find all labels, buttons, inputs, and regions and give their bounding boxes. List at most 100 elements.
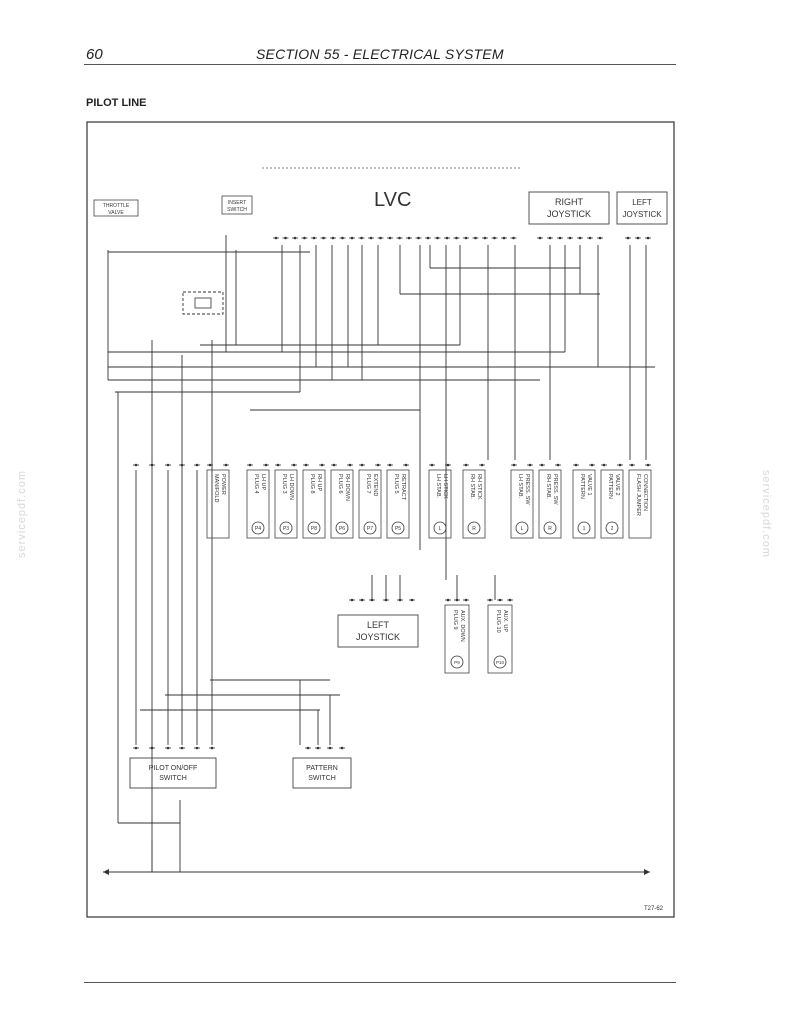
subsection-title: PILOT LINE bbox=[86, 97, 147, 109]
insert-switch-line1: INSERT bbox=[228, 200, 246, 206]
component-tag-12: 2 bbox=[611, 526, 614, 532]
component-tag-circle-1 bbox=[251, 521, 265, 535]
comp-pin-dot-15 bbox=[446, 463, 450, 467]
pattern-switch-line1: PATTERN bbox=[306, 765, 338, 772]
aux-plug-tag-circle-1 bbox=[493, 655, 507, 669]
lvc-pin-dot-25 bbox=[512, 236, 515, 240]
comp-pin-dot-24 bbox=[602, 463, 606, 467]
aux-plug-tag-1: P10 bbox=[496, 660, 505, 665]
lvc-pin-dot-14 bbox=[407, 236, 411, 240]
lvc-pin-dot-23 bbox=[493, 236, 496, 240]
component-tag-9: L bbox=[521, 526, 524, 532]
component-label-3-1: RH UP bbox=[316, 474, 322, 491]
component-label-12-1: VALVE 2 bbox=[614, 474, 620, 496]
lvc-pin-dot-8 bbox=[350, 236, 354, 240]
left-joystick-bottom-line2: JOYSTICK bbox=[356, 632, 400, 642]
lvc-pin-dot-13 bbox=[398, 236, 401, 240]
component-tag-circle-3 bbox=[307, 521, 321, 535]
component-tag-circle-6 bbox=[391, 521, 405, 535]
comp-pin-dot-28 bbox=[134, 463, 138, 467]
lvc-pin-dot-29 bbox=[568, 236, 572, 240]
component-label-6-0: PLUG 5 bbox=[393, 474, 399, 494]
component-label-8-0: RH STAB. bbox=[469, 474, 475, 499]
aux-plug-label-1-1: AUX. UP bbox=[502, 610, 508, 632]
right-joystick-box bbox=[528, 191, 610, 225]
component-connector-pins bbox=[133, 463, 651, 467]
component-box-5 bbox=[358, 469, 382, 539]
comp-pin-dot-3 bbox=[264, 463, 268, 467]
component-tag-5: P7 bbox=[367, 526, 373, 532]
lvc-pin-dot-0 bbox=[274, 236, 278, 240]
switch-pin-dot-1 bbox=[150, 746, 154, 750]
lvc-pin-dot-11 bbox=[379, 236, 382, 240]
lvc-pin-dot-30 bbox=[578, 236, 582, 240]
lvc-pin-dot-21 bbox=[474, 236, 477, 240]
aux-pin-dot-1 bbox=[360, 598, 364, 602]
switch-pin-dot-7 bbox=[316, 746, 320, 750]
right-joystick-line1: RIGHT bbox=[555, 197, 584, 207]
lvc-pin-dot-31 bbox=[588, 236, 592, 240]
comp-pin-dot-22 bbox=[574, 463, 578, 467]
comp-pin-dot-23 bbox=[590, 463, 594, 467]
aux-pin-dot-5 bbox=[410, 598, 414, 602]
comp-pin-dot-16 bbox=[464, 463, 468, 467]
comp-pin-dot-27 bbox=[646, 463, 650, 467]
left-joystick-top-box bbox=[616, 191, 668, 225]
vertical-wires bbox=[107, 235, 647, 872]
component-box-2 bbox=[274, 469, 298, 539]
aux-pin-dot-2 bbox=[370, 598, 374, 602]
pattern-switch-box bbox=[292, 757, 352, 789]
lvc-pin-dot-17 bbox=[436, 236, 439, 240]
component-label-9-0: LH STAB. bbox=[517, 474, 523, 499]
switch-pin-dot-9 bbox=[340, 746, 344, 750]
component-label-5-1: EXTEND bbox=[372, 474, 378, 496]
component-box-3 bbox=[302, 469, 326, 539]
aux-plug-box-1 bbox=[487, 604, 513, 674]
comp-pin-dot-19 bbox=[528, 463, 532, 467]
component-label-11-1: VALVE 1 bbox=[586, 474, 592, 496]
lvc-pin-dot-24 bbox=[502, 236, 506, 240]
component-label-3-0: PLUG 8 bbox=[309, 474, 315, 494]
component-label-13-0: FLASH JUMPER bbox=[635, 474, 641, 516]
component-tag-circle-8 bbox=[467, 521, 481, 535]
component-box-4 bbox=[330, 469, 354, 539]
pilot-switch-box bbox=[129, 757, 217, 789]
footer-rule bbox=[84, 982, 676, 983]
aux-pin-dot-7 bbox=[455, 598, 459, 602]
aux-plug-label-1-0: PLUG 10 bbox=[495, 610, 501, 633]
left-joystick-top-line2: JOYSTICK bbox=[622, 210, 662, 219]
comp-pin-dot-30 bbox=[166, 463, 170, 467]
lvc-pin-dot-34 bbox=[636, 236, 640, 240]
pilot-switch-line2: SWITCH bbox=[159, 775, 187, 782]
relay-coil bbox=[194, 297, 212, 309]
component-label-10-1: PRESS. SW bbox=[552, 474, 558, 505]
aux-pin-dot-10 bbox=[498, 598, 502, 602]
throttle-valve-box bbox=[93, 199, 139, 217]
comp-pin-dot-4 bbox=[276, 463, 280, 467]
comp-pin-dot-18 bbox=[512, 463, 516, 467]
left-joystick-bottom-line1: LEFT bbox=[367, 620, 390, 630]
lvc-pin-dot-9 bbox=[360, 236, 363, 240]
comp-pin-dot-8 bbox=[332, 463, 336, 467]
lvc-pin-dot-19 bbox=[455, 236, 458, 240]
component-box-6 bbox=[386, 469, 410, 539]
lvc-pin-dot-26 bbox=[538, 236, 542, 240]
component-box-7 bbox=[428, 469, 452, 539]
aux-plug-label-0-1: AUX. DOWN bbox=[459, 610, 465, 642]
component-label-13-1: CONNECTION bbox=[642, 474, 648, 511]
comp-pin-dot-20 bbox=[540, 463, 544, 467]
component-tag-circle-2 bbox=[279, 521, 293, 535]
lvc-pin-dot-27 bbox=[548, 236, 552, 240]
switch-pin-dot-6 bbox=[306, 746, 310, 750]
lvc-pin-dot-18 bbox=[445, 236, 449, 240]
component-label-4-1: RH DOWN bbox=[344, 474, 350, 501]
component-label-7-1: LH STICK bbox=[442, 474, 448, 499]
